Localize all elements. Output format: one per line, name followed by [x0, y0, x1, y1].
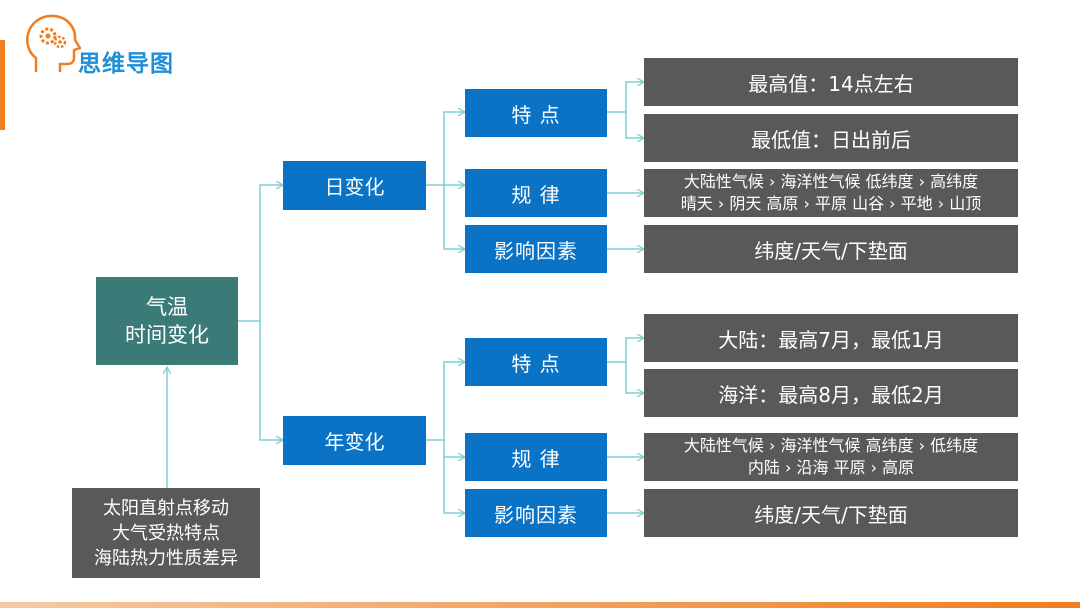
root-line-1: 气温	[146, 295, 188, 319]
annual-pattern-node: 规 律	[465, 433, 607, 481]
daily-factors-node: 影响因素	[465, 225, 607, 273]
connector-daily-feature-2	[625, 112, 644, 138]
annual-factors-node: 影响因素	[465, 489, 607, 537]
annual-node: 年变化	[283, 416, 426, 465]
annual-factors-leaf: 纬度/天气/下垫面	[644, 489, 1018, 537]
annual-features-node: 特 点	[465, 338, 607, 386]
annual-pattern-line-2: 内陆 › 沿海 平原 › 高原	[747, 458, 915, 477]
connector-annual-feature-1	[607, 338, 644, 363]
root-node: 气温 时间变化	[96, 277, 238, 365]
connector-root-annual	[259, 321, 283, 440]
head-gears-icon	[26, 14, 82, 72]
root-line-2: 时间变化	[125, 323, 209, 347]
daily-pattern-node: 规 律	[465, 169, 607, 217]
daily-pattern-leaf: 大陆性气候 › 海洋性气候 低纬度 › 高纬度 晴天 › 阴天 高原 › 平原 …	[644, 169, 1018, 217]
daily-feature-min: 最低值：日出前后	[644, 114, 1018, 162]
connector-annual-feature-2	[625, 362, 644, 393]
connector-daily-features	[426, 112, 465, 186]
connector-daily-feature-1	[607, 82, 644, 113]
page-title: 思维导图	[78, 51, 174, 77]
causes-line-1: 太阳直射点移动	[103, 497, 229, 519]
daily-pattern-line-1: 大陆性气候 › 海洋性气候 低纬度 › 高纬度	[683, 172, 979, 191]
daily-features-node: 特 点	[465, 89, 607, 137]
annual-pattern-leaf: 大陆性气候 › 海洋性气候 高纬度 › 低纬度 内陆 › 沿海 平原 › 高原	[644, 433, 1018, 481]
left-accent-bar	[0, 40, 5, 130]
daily-factors-leaf: 纬度/天气/下垫面	[644, 225, 1018, 273]
connector-annual-features	[426, 362, 465, 441]
causes-line-2: 大气受热特点	[112, 522, 220, 544]
daily-feature-max: 最高值：14点左右	[644, 58, 1018, 106]
annual-pattern-line-1: 大陆性气候 › 海洋性气候 高纬度 › 低纬度	[683, 436, 979, 455]
daily-pattern-line-2: 晴天 › 阴天 高原 › 平原 山谷 › 平地 › 山顶	[680, 194, 982, 213]
daily-node: 日变化	[283, 161, 426, 210]
connector-daily-factors	[443, 185, 465, 249]
causes-node: 太阳直射点移动 大气受热特点 海陆热力性质差异	[72, 488, 260, 578]
connector-annual-factors	[443, 457, 465, 513]
bottom-gradient-bar	[0, 602, 1080, 608]
annual-feature-ocean: 海洋：最高8月，最低2月	[644, 369, 1018, 417]
connector-root-daily	[238, 185, 283, 322]
causes-line-3: 海陆热力性质差异	[94, 547, 238, 569]
annual-feature-continent: 大陆：最高7月，最低1月	[644, 314, 1018, 362]
connector-annual-pattern	[443, 440, 465, 457]
